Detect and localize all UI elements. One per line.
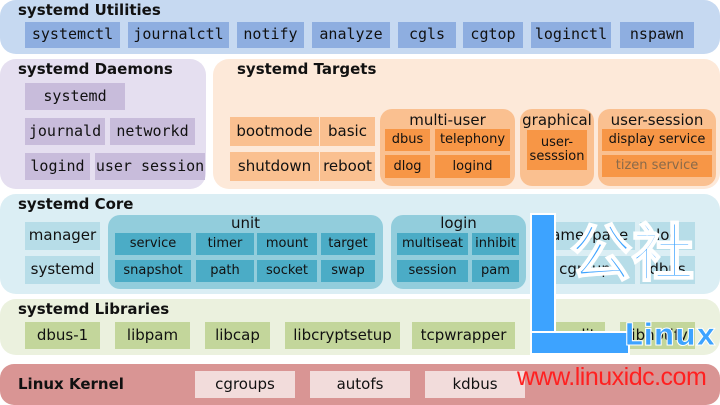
library-dbus-1: dbus-1 bbox=[25, 322, 100, 349]
core-title: systemd Core bbox=[18, 195, 134, 213]
unit-target: target bbox=[321, 233, 375, 255]
unit-service: service bbox=[115, 233, 191, 255]
utilities-title: systemd Utilities bbox=[18, 1, 161, 19]
login-session: session bbox=[397, 260, 468, 282]
unit-socket: socket bbox=[257, 260, 317, 282]
kernel-autofs: autofs bbox=[310, 371, 410, 398]
library-libnotify: libnotify bbox=[620, 322, 695, 349]
unit-timer: timer bbox=[196, 233, 254, 255]
core-layer: systemd Core manager systemd unit servic… bbox=[0, 194, 720, 294]
login-pam: pam bbox=[472, 260, 519, 282]
unit-path: path bbox=[196, 260, 254, 282]
multi-user-dlog: dlog bbox=[385, 155, 430, 178]
daemons-layer: systemd Daemons systemd journald network… bbox=[0, 59, 206, 189]
utility-loginctl: loginctl bbox=[531, 22, 611, 48]
target-shutdown: shutdown bbox=[230, 152, 319, 181]
graphical-title: graphical bbox=[522, 111, 592, 129]
graphical-user-session: user- sesssion bbox=[527, 130, 587, 170]
targets-layer: systemd Targets bootmode basic shutdown … bbox=[213, 59, 720, 189]
library-libaudit: libaudit bbox=[530, 322, 605, 349]
target-basic: basic bbox=[320, 117, 375, 146]
utility-systemctl: systemctl bbox=[25, 22, 120, 48]
utility-cgls: cgls bbox=[398, 22, 456, 48]
targets-title: systemd Targets bbox=[237, 60, 377, 78]
user-session-title: user-session bbox=[610, 111, 704, 129]
daemon-networkd: networkd bbox=[110, 118, 195, 145]
login-inhibit: inhibit bbox=[472, 233, 519, 255]
kernel-title: Linux Kernel bbox=[18, 375, 124, 393]
utility-notify: notify bbox=[237, 22, 304, 48]
user-session-display-service: display service bbox=[602, 129, 712, 151]
daemons-title: systemd Daemons bbox=[18, 60, 173, 78]
login-multiseat: multiseat bbox=[397, 233, 468, 255]
unit-group: unit service timer mount target snapshot… bbox=[108, 214, 383, 289]
target-reboot: reboot bbox=[320, 152, 375, 181]
multi-user-logind: logind bbox=[435, 155, 510, 178]
multi-user-title: multi-user bbox=[409, 111, 486, 129]
target-bootmode: bootmode bbox=[230, 117, 319, 146]
core-cgroup: cgroup bbox=[535, 256, 635, 284]
login-title: login bbox=[440, 214, 477, 232]
utility-nspawn: nspawn bbox=[620, 22, 694, 48]
unit-snapshot: snapshot bbox=[115, 260, 191, 282]
daemon-logind: logind bbox=[25, 153, 90, 180]
login-group: login multiseat inhibit session pam bbox=[391, 214, 526, 289]
libraries-title: systemd Libraries bbox=[18, 300, 170, 318]
kernel-kdbus: kdbus bbox=[425, 371, 525, 398]
core-manager: manager bbox=[25, 222, 100, 250]
kernel-cgroups: cgroups bbox=[195, 371, 295, 398]
user-session-tizen-service: tizen service bbox=[602, 155, 712, 177]
library-libcap: libcap bbox=[205, 322, 270, 349]
daemon-systemd: systemd bbox=[25, 83, 125, 110]
unit-swap: swap bbox=[321, 260, 375, 282]
unit-title: unit bbox=[230, 214, 261, 232]
kernel-layer: Linux Kernel cgroups autofs kdbus bbox=[0, 364, 720, 405]
graphical-group: graphical user- sesssion bbox=[520, 109, 594, 186]
library-libcryptsetup: libcryptsetup bbox=[285, 322, 400, 349]
utilities-layer: systemd Utilities systemctl journalctl n… bbox=[0, 0, 720, 54]
library-tcpwrapper: tcpwrapper bbox=[412, 322, 515, 349]
core-dbus: dbus bbox=[640, 256, 695, 284]
user-session-group: user-session display service tizen servi… bbox=[598, 109, 716, 186]
utility-cgtop: cgtop bbox=[463, 22, 523, 48]
core-namespace: namespace bbox=[535, 222, 635, 250]
multi-user-dbus: dbus bbox=[385, 129, 430, 151]
daemon-user-session: user session bbox=[95, 153, 205, 180]
utility-journalctl: journalctl bbox=[128, 22, 229, 48]
core-systemd: systemd bbox=[25, 256, 100, 284]
daemon-journald: journald bbox=[25, 118, 105, 145]
unit-mount: mount bbox=[257, 233, 317, 255]
library-libpam: libpam bbox=[115, 322, 190, 349]
core-log: log bbox=[640, 222, 695, 250]
libraries-layer: systemd Libraries dbus-1 libpam libcap l… bbox=[0, 299, 720, 355]
multi-user-telephony: telephony bbox=[435, 129, 510, 151]
multi-user-group: multi-user dbus telephony dlog logind bbox=[380, 109, 515, 186]
utility-analyze: analyze bbox=[312, 22, 390, 48]
